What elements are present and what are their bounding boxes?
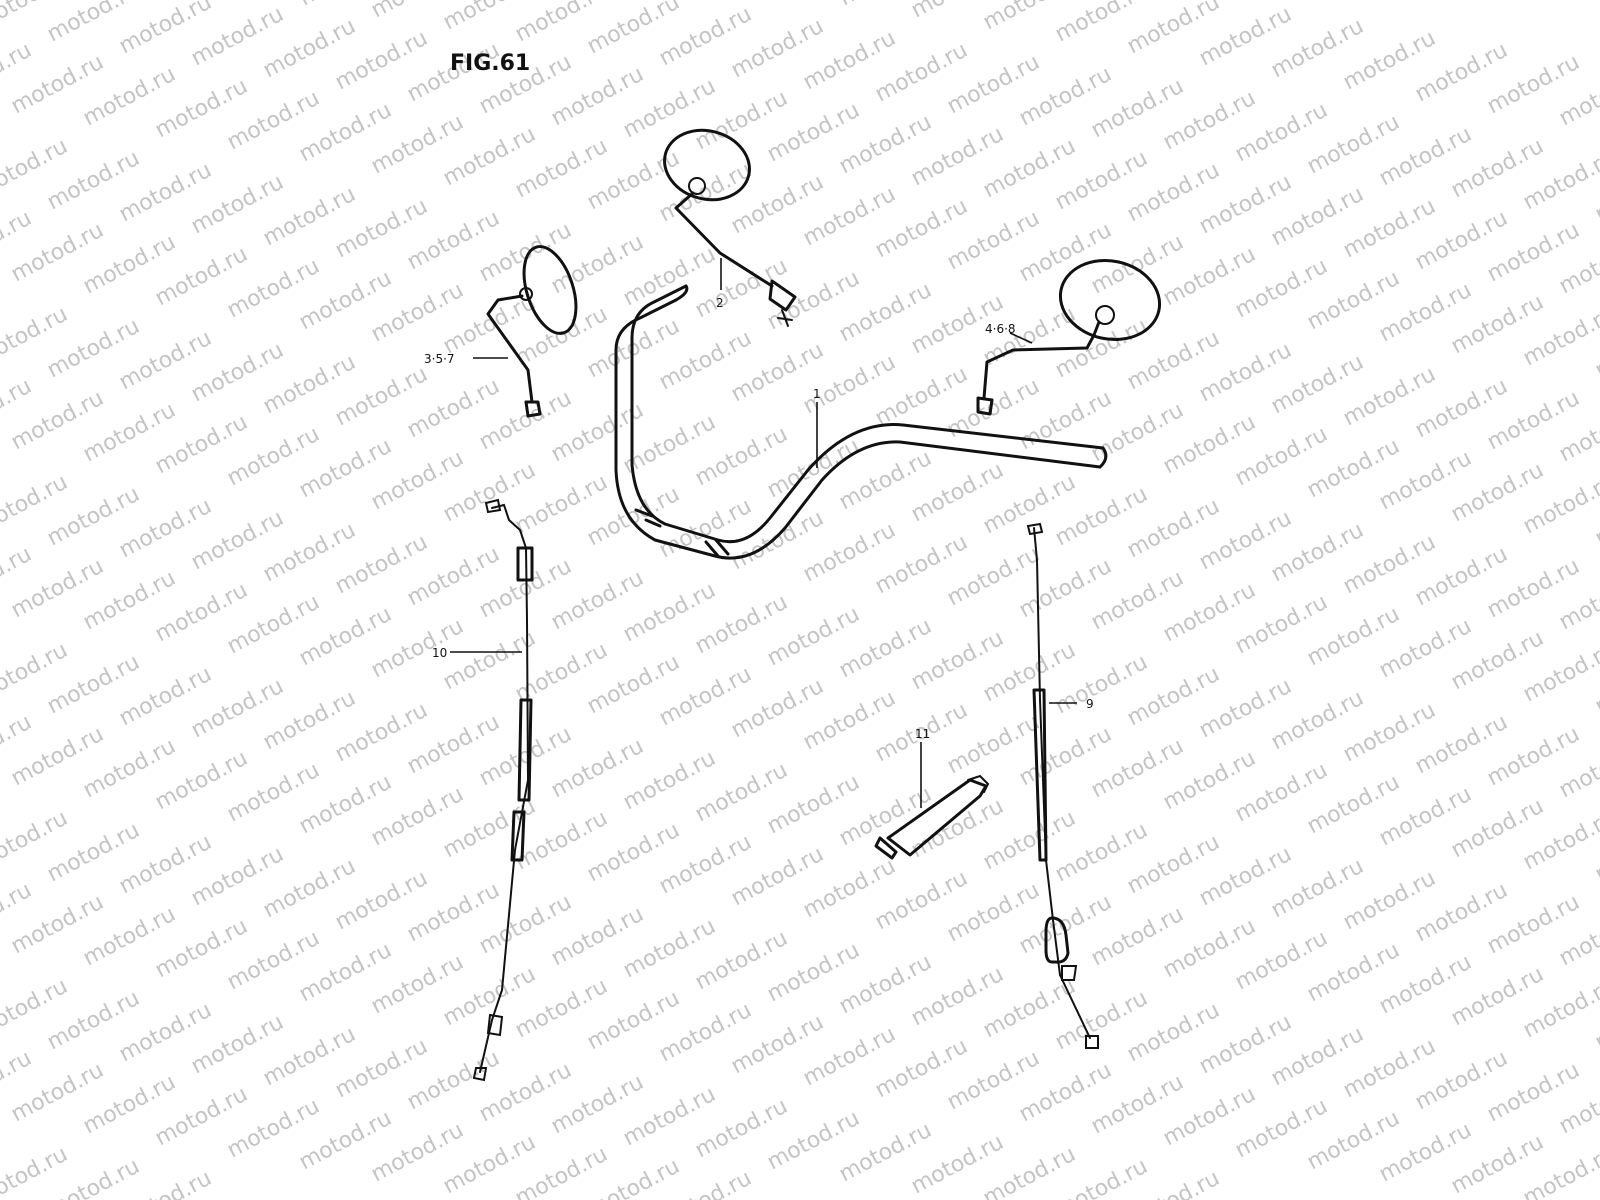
callout-1: 1: [813, 387, 821, 401]
callout-4-6-8: 4·6·8: [985, 322, 1016, 336]
leader-4-6-8: [1009, 332, 1033, 344]
cable-part-9: [1026, 522, 1099, 1049]
callout-3-5-7: 3·5·7: [424, 352, 455, 366]
mirror-part-4-6-8: [976, 258, 1162, 416]
mirror-part-3-5-7: [486, 245, 578, 418]
callout-10: 10: [432, 646, 447, 660]
figure-label: FIG.61: [450, 51, 530, 76]
callout-9: 9: [1086, 697, 1094, 711]
handlebar-part-1: [614, 284, 1108, 560]
mirror-part-2: [663, 128, 797, 327]
callout-2: 2: [716, 296, 724, 310]
sleeve-part-11: [874, 774, 990, 860]
cable-part-10: [472, 498, 534, 1082]
callout-11: 11: [915, 727, 930, 741]
